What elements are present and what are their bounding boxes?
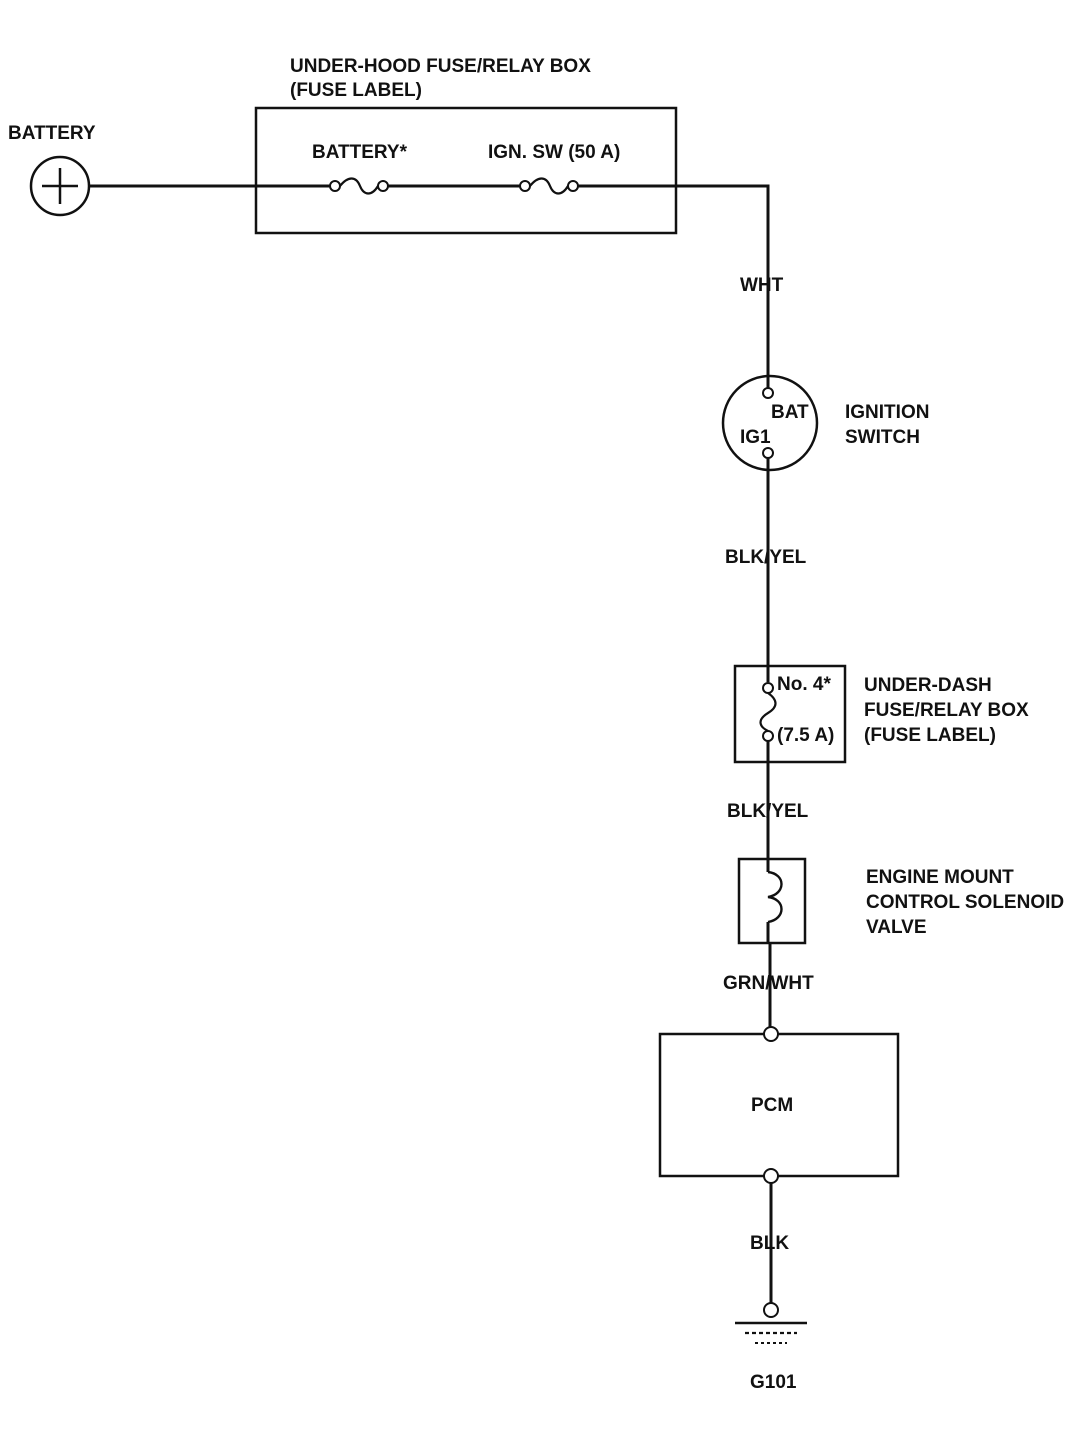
underdash-fuse-box <box>733 664 847 764</box>
wire-label-wht: WHT <box>740 275 784 296</box>
wire-label-blk-yel-1: BLK/YEL <box>725 547 807 568</box>
bat-terminal-label: BAT <box>771 402 809 423</box>
ignition-switch-subtitle: SWITCH <box>845 427 920 448</box>
ground-symbol <box>735 1302 807 1344</box>
ignition-switch-title: IGNITION <box>845 402 929 423</box>
ignition-switch <box>721 374 819 472</box>
ig1-terminal <box>762 447 774 459</box>
underdash-box-subtitle: FUSE/RELAY BOX <box>864 700 1029 721</box>
underdash-box-fuse-label: (FUSE LABEL) <box>864 725 996 746</box>
ig1-terminal-label: IG1 <box>740 427 771 448</box>
wire-label-blk-yel-2: BLK/YEL <box>727 801 809 822</box>
bat-terminal <box>762 387 774 399</box>
fuse-number-label: No. 4* <box>777 674 831 695</box>
battery-symbol <box>29 155 91 217</box>
underhood-fuse-box <box>254 106 678 235</box>
no4-fuse <box>759 682 777 742</box>
solenoid-valve <box>737 857 807 945</box>
battery-fuse-label: BATTERY* <box>312 142 408 163</box>
solenoid-title: ENGINE MOUNT <box>866 867 1014 888</box>
ign-sw-fuse <box>519 177 579 195</box>
wire-label-blk: BLK <box>750 1233 789 1254</box>
pcm-ground-terminal <box>763 1168 779 1184</box>
solenoid-subtitle-2: VALVE <box>866 917 927 938</box>
solenoid-coil <box>767 870 783 924</box>
solenoid-subtitle: CONTROL SOLENOID <box>866 892 1064 913</box>
pcm-label: PCM <box>751 1095 793 1116</box>
underhood-box-subtitle: (FUSE LABEL) <box>290 80 422 101</box>
wire-label-grn-wht: GRN/WHT <box>723 973 814 994</box>
fuse-rating-label: (7.5 A) <box>777 725 834 746</box>
battery-label: BATTERY <box>8 123 96 144</box>
ign-sw-fuse-label: IGN. SW (50 A) <box>488 142 620 163</box>
battery-fuse <box>329 177 389 195</box>
ground-label: G101 <box>750 1372 797 1393</box>
wire-wht <box>578 184 770 388</box>
underhood-box-title: UNDER-HOOD FUSE/RELAY BOX <box>290 56 591 77</box>
pcm-input-terminal <box>763 1026 779 1042</box>
underdash-box-title: UNDER-DASH <box>864 675 992 696</box>
